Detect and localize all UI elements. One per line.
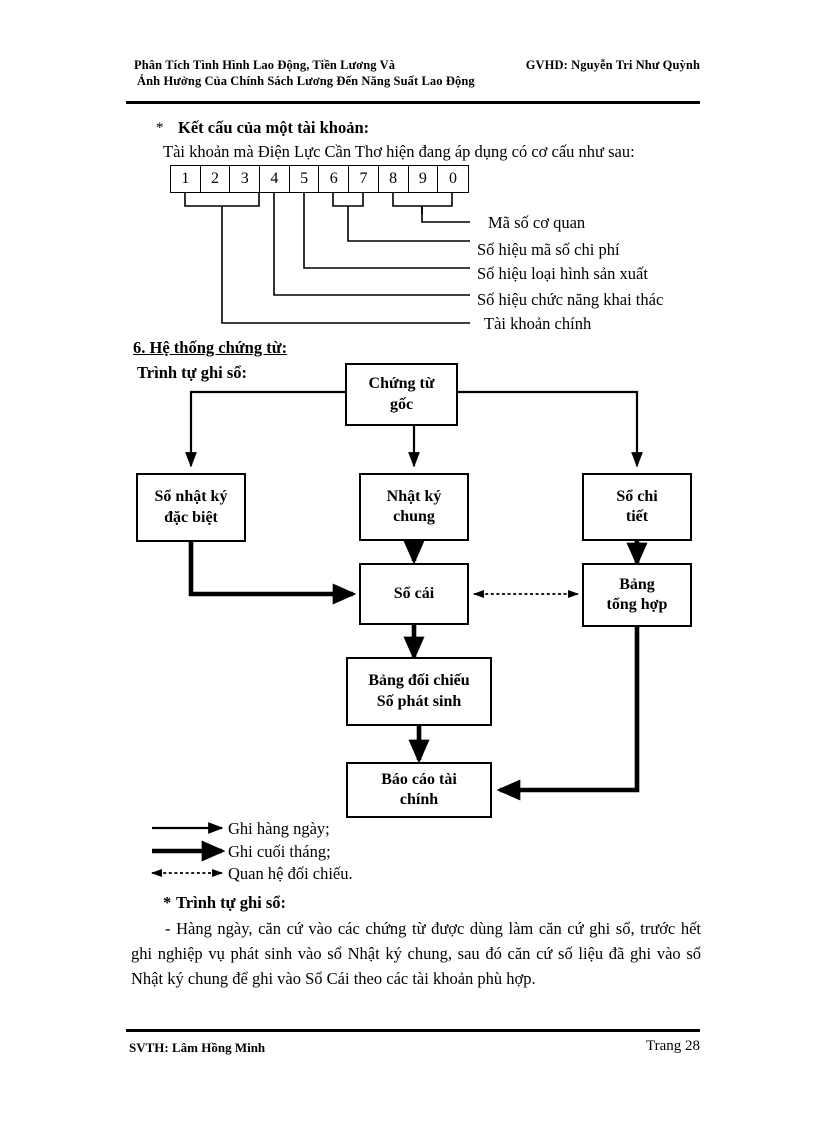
account-structure-intro: Tài khoản mà Điện Lực Cần Thơ hiện đang … — [163, 142, 635, 161]
flow-box-line-1: Bảng — [619, 575, 655, 593]
header-title-line-2: Ảnh Hưởng Của Chính Sách Lương Đến Năng … — [137, 74, 475, 88]
digit-cell: 9 — [409, 166, 439, 192]
legend-label-quan-he-doi-chieu: Quan hệ đối chiếu. — [228, 864, 353, 883]
account-label-ma-so-co-quan: Mã số cơ quan — [488, 213, 586, 232]
digit-cell: 8 — [379, 166, 409, 192]
legend-label-ghi-cuoi-thang: Ghi cuối tháng; — [228, 842, 331, 861]
digit-cell: 3 — [230, 166, 261, 192]
flow-box-bang-tong-hop[interactable]: Bảng tổng hợp — [582, 563, 692, 627]
account-label-tai-khoan-chinh: Tài khoản chính — [484, 314, 592, 333]
flow-box-line-1: Sổ cái — [393, 584, 435, 602]
body-heading-bullet: * — [163, 893, 172, 912]
header-advisor: GVHD: Nguyễn Tri Như Quỳnh — [525, 58, 700, 72]
account-label-so-hieu-ma-so-chi-phi: Số hiệu mã số chi phí — [477, 240, 620, 259]
flow-box-line-2: chung — [393, 508, 435, 525]
flow-box-so-nhat-ky-dac-biet[interactable]: Sổ nhật ký đặc biệt — [136, 473, 246, 542]
account-label-so-hieu-loai-hinh-san-xuat: Số hiệu loại hình sản xuất — [477, 264, 648, 283]
flow-box-so-chi-tiet[interactable]: Sổ chi tiết — [582, 473, 692, 541]
section-6-heading: 6. Hệ thống chứng từ: — [133, 338, 288, 357]
flow-box-line-1: Sổ chi — [616, 487, 658, 505]
flow-box-nhat-ky-chung[interactable]: Nhật ký chung — [359, 473, 469, 541]
digit-cell: 4 — [260, 166, 290, 192]
digit-cell: 2 — [201, 166, 231, 192]
flow-box-line-1: Nhật ký — [386, 487, 442, 505]
flow-box-bao-cao-tai-chinh[interactable]: Báo cáo tài chính — [346, 762, 492, 818]
legend-label-ghi-hang-ngay: Ghi hàng ngày; — [228, 819, 330, 838]
flow-box-so-cai[interactable]: Sổ cái — [359, 563, 469, 625]
flow-box-chung-tu-goc[interactable]: Chứng từ gốc — [345, 363, 458, 426]
flow-box-line-2: Số phát sinh — [376, 692, 462, 710]
digit-cell: 1 — [171, 166, 201, 192]
section-6-subheading: Trình tự ghi sổ: — [137, 363, 247, 382]
account-label-so-hieu-chuc-nang-khai-thac: Số hiệu chức năng khai thác — [477, 290, 664, 309]
header-divider — [126, 101, 700, 105]
flow-box-bang-doi-chieu[interactable]: Bảng đối chiếu Số phát sinh — [346, 657, 492, 726]
flow-box-line-2: tổng hợp — [606, 596, 668, 613]
header-title-line-1: Phân Tích Tình Hình Lao Động, Tiền Lương… — [134, 58, 396, 72]
flow-box-line-2: đặc biệt — [164, 508, 218, 526]
page-header: Phân Tích Tình Hình Lao Động, Tiền Lương… — [130, 58, 700, 100]
flow-box-line-1: Bảng đối chiếu — [368, 672, 470, 690]
account-heading-bullet: * — [156, 120, 164, 136]
flow-box-line-2: tiết — [625, 508, 649, 525]
account-digit-row: 1 2 3 4 5 6 7 8 9 0 — [170, 165, 469, 193]
digit-cell: 0 — [449, 170, 458, 187]
flow-box-line-1: Báo cáo tài — [381, 770, 457, 788]
body-heading: Trình tự ghi sổ: — [176, 893, 286, 912]
flow-box-line-1: Chứng từ — [368, 375, 435, 393]
flow-box-line-2: chính — [399, 791, 439, 808]
footer-page-number: Trang 28 — [645, 1038, 700, 1054]
footer-author: SVTH: Lâm Hồng Minh — [129, 1040, 266, 1055]
digit-cell: 5 — [290, 166, 320, 192]
digit-cell: 6 — [319, 166, 350, 192]
footer-divider — [126, 1029, 700, 1033]
account-structure-heading: Kết cấu của một tài khoản: — [178, 118, 370, 137]
flow-box-line-1: Sổ nhật ký — [154, 488, 228, 506]
flow-box-line-2: gốc — [389, 395, 414, 413]
body-paragraph: - Hàng ngày, căn cứ vào các chứng từ đượ… — [131, 919, 701, 988]
digit-cell: 7 — [349, 166, 379, 192]
